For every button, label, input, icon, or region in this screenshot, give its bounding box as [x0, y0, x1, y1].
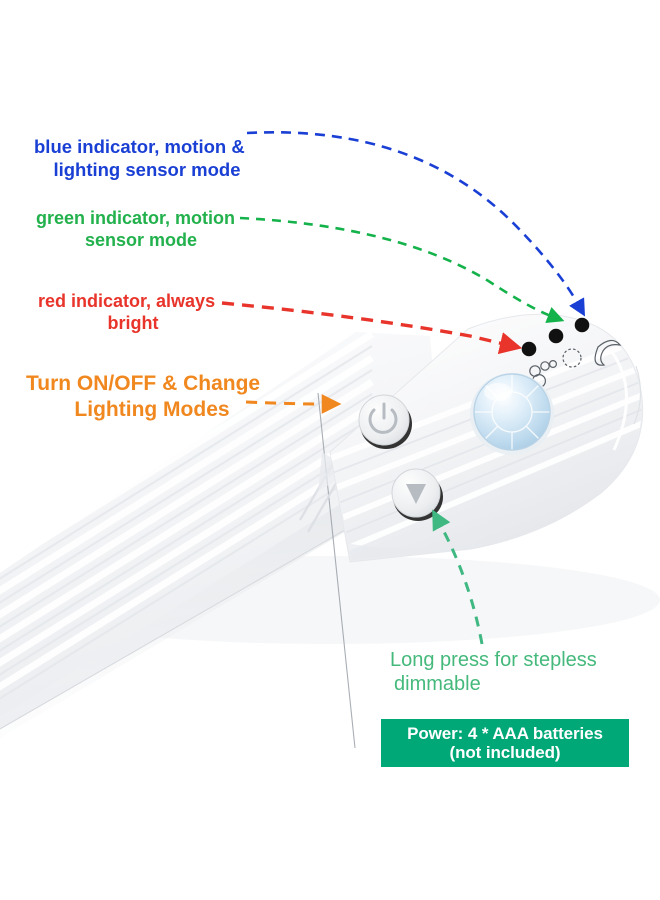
red-indicator-label: red indicator, always bright — [38, 291, 228, 335]
green-indicator-line1: green indicator, motion — [36, 208, 236, 228]
indicator-dots-group — [521, 317, 590, 357]
blue-indicator-line1: blue indicator, motion & — [34, 136, 245, 157]
power-banner: Power: 4 * AAA batteries (not included) — [381, 719, 629, 767]
power-button-label: Turn ON/OFF & Change Lighting Modes — [26, 371, 278, 422]
mode-icons-group — [529, 339, 622, 389]
dimmer-label: Long press for stepless dimmable — [390, 648, 620, 697]
pir-sensor-dome — [470, 373, 554, 455]
power-banner-line1: Power: 4 * AAA batteries — [407, 723, 603, 743]
dimmer-line1: Long press for stepless — [390, 649, 597, 671]
leader-orange — [245, 394, 342, 414]
dimmer-button — [391, 468, 443, 521]
triangle-down-icon — [406, 484, 426, 504]
indicator-dot-red — [521, 341, 537, 357]
leader-dimmer — [432, 509, 484, 645]
indicator-dot-blue — [574, 317, 590, 333]
indicator-dot-green — [548, 328, 564, 344]
leader-blue — [246, 131, 586, 317]
power-icon — [368, 402, 398, 434]
power-button — [358, 394, 412, 449]
power-banner-line2: (not included) — [449, 743, 561, 762]
moon-icon — [594, 339, 622, 366]
blue-indicator-line2: lighting sensor mode — [53, 158, 241, 180]
green-indicator-label: green indicator, motion sensor mode — [36, 208, 246, 252]
blue-indicator-label: blue indicator, motion & lighting sensor… — [34, 136, 260, 181]
power-button-line2: Lighting Modes — [74, 397, 230, 421]
leader-green — [239, 216, 565, 323]
green-indicator-line2: sensor mode — [84, 229, 198, 250]
dimmer-line2: dimmable — [394, 673, 481, 696]
sun-icon — [562, 348, 582, 368]
red-indicator-line2: bright — [107, 312, 159, 333]
power-button-line1: Turn ON/OFF & Change — [26, 372, 261, 395]
red-indicator-line1: red indicator, always — [38, 291, 216, 311]
device-diffuser-body — [0, 331, 443, 749]
